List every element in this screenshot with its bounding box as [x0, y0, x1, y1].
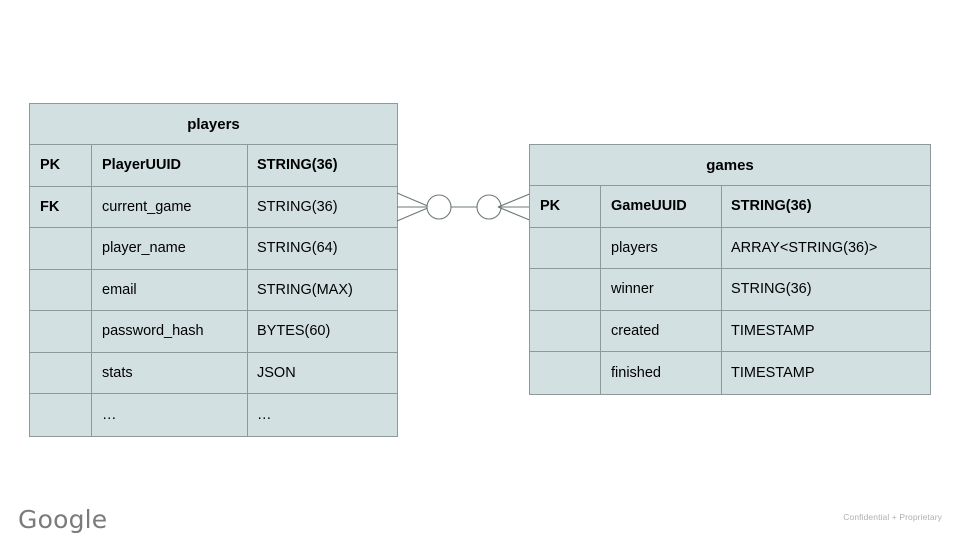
row-column-name: players — [601, 227, 722, 268]
row-key-constraint — [530, 352, 601, 394]
row-column-name: email — [92, 269, 248, 310]
row-column-type: STRING(64) — [257, 240, 338, 257]
row-column-name: stats — [92, 352, 248, 393]
cardinality-zero-circle-left-icon — [426, 194, 452, 220]
row-column-name: winner — [601, 269, 722, 310]
cardinality-zero-circle-right-icon — [476, 194, 502, 220]
row-column-name: PlayerUUID — [92, 145, 248, 186]
row-column-name: current_game — [92, 186, 248, 227]
crowsfoot-left-icon — [396, 192, 431, 222]
row-key-constraint: FK — [30, 186, 92, 227]
row-key-constraint — [530, 310, 601, 351]
row-key-constraint: PK — [530, 186, 601, 227]
row-key-constraint — [30, 269, 92, 310]
row-column-type: STRING(36) — [731, 281, 812, 298]
row-column-type: BYTES(60) — [257, 323, 331, 340]
row-column-type: TIMESTAMP — [731, 322, 815, 339]
row-column-type: TIMESTAMP — [731, 364, 815, 381]
table-row: created TIMESTAMP — [530, 310, 930, 352]
table-row: password_hash BYTES(60) — [30, 311, 397, 353]
table-row: players ARRAY<STRING(36)> — [530, 227, 930, 269]
entity-table-games[interactable]: games PK GameUUID STRING(36) players ARR… — [529, 144, 931, 395]
table-row: PK GameUUID STRING(36) — [530, 186, 930, 228]
row-key-constraint — [530, 227, 601, 268]
row-key-constraint — [30, 394, 92, 436]
table-row: email STRING(MAX) — [30, 269, 397, 311]
table-row: finished TIMESTAMP — [530, 352, 930, 394]
row-column-name: GameUUID — [601, 186, 722, 227]
row-column-type: STRING(MAX) — [257, 281, 353, 298]
row-column-name: … — [92, 394, 248, 436]
row-column-name: player_name — [92, 228, 248, 269]
row-column-name: created — [601, 310, 722, 351]
row-column-type: STRING(36) — [731, 198, 812, 215]
table-row: stats JSON — [30, 352, 397, 394]
row-column-type: … — [257, 406, 272, 423]
table-row: winner STRING(36) — [530, 269, 930, 311]
table-row: player_name STRING(64) — [30, 228, 397, 270]
table-row: FK current_game STRING(36) — [30, 186, 397, 228]
row-column-type: JSON — [257, 364, 296, 381]
relationship-connector — [396, 192, 533, 222]
row-key-constraint — [30, 228, 92, 269]
entity-title-players: players — [30, 104, 397, 145]
table-row: PK PlayerUUID STRING(36) — [30, 145, 397, 187]
crowsfoot-right-icon — [497, 192, 533, 222]
confidentiality-note: Confidential + Proprietary — [843, 512, 942, 522]
table-row: … … — [30, 394, 397, 436]
row-column-name: password_hash — [92, 311, 248, 352]
row-column-type: ARRAY<STRING(36)> — [731, 239, 878, 256]
entity-table-players[interactable]: players PK PlayerUUID STRING(36) FK curr… — [29, 103, 398, 437]
row-column-name: finished — [601, 352, 722, 394]
row-key-constraint — [30, 352, 92, 393]
row-column-type: STRING(36) — [257, 157, 338, 174]
row-key-constraint — [30, 311, 92, 352]
row-key-constraint — [530, 269, 601, 310]
row-column-type: STRING(36) — [257, 198, 338, 215]
row-key-constraint: PK — [30, 145, 92, 186]
google-logo: Google — [18, 505, 108, 534]
entity-title-games: games — [530, 145, 930, 186]
